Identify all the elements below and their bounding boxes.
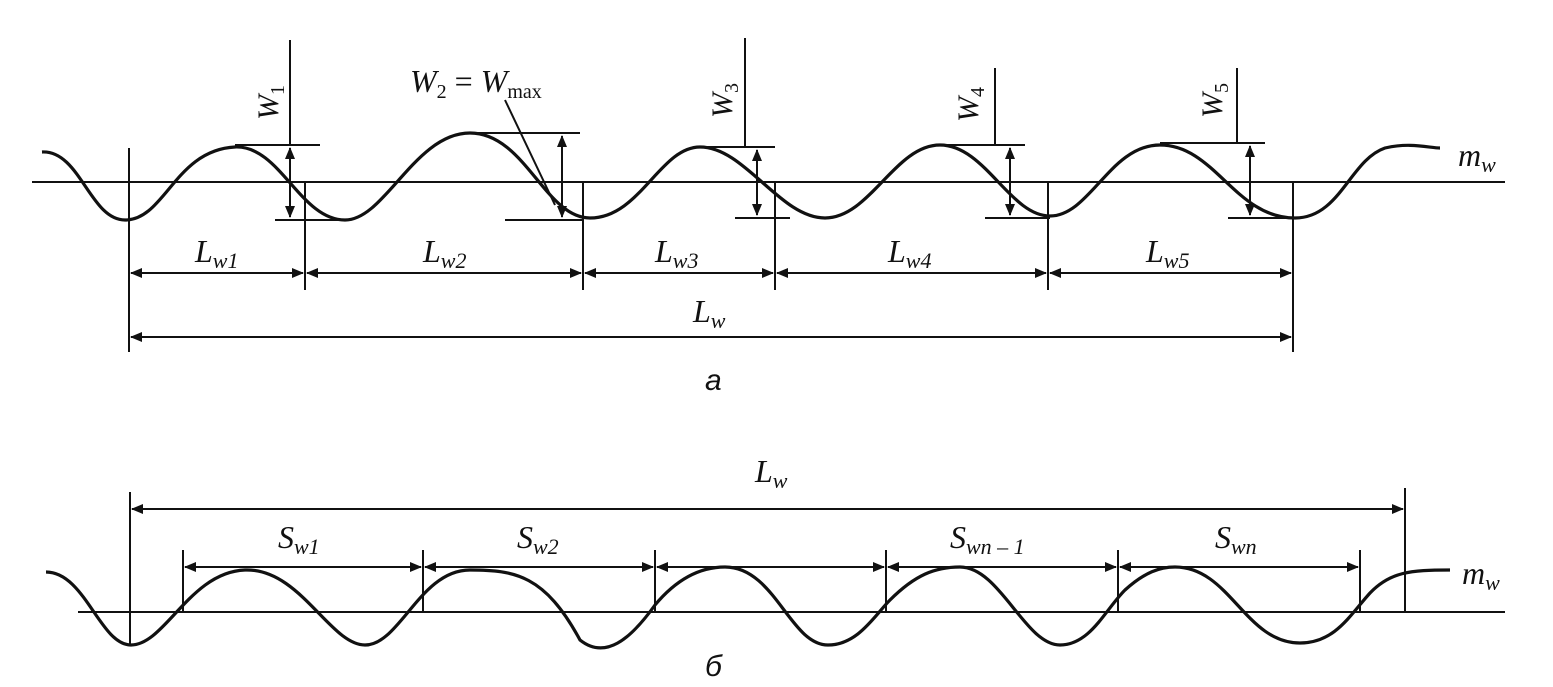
caption-b: б [705,650,723,683]
height-w3: W3 [700,38,790,219]
length-lw5-label: Lw5 [1145,233,1189,273]
height-w2: W2 = Wmax [410,63,583,221]
height-w5: W5 [1160,68,1295,219]
svg-text:W5: W5 [1196,83,1233,118]
panel-b: Lw Sw1 Sw2 Swn – 1 Swn mw б [45,453,1505,683]
spacing-swn-1-label: Swn – 1 [950,519,1025,559]
svg-text:W3: W3 [706,83,743,118]
lengths-row: Lw1 Lw2 Lw3 Lw4 Lw5 [130,233,1292,278]
panel-a-profile-curve [41,131,1441,222]
svg-text:W2 = Wmax: W2 = Wmax [410,63,542,103]
height-w1: W1 [235,40,345,221]
mean-line-label-b: mw [1462,555,1500,595]
spacing-sw2-label: Sw2 [517,519,559,559]
height-w4: W4 [940,68,1050,219]
spacing-sw1-label: Sw1 [278,519,320,559]
svg-text:W4: W4 [952,87,989,122]
mean-line-label-a: mw [1458,137,1496,177]
length-lw2-label: Lw2 [422,233,466,273]
panel-b-profile-curve [45,565,1451,650]
spacing-swn-label: Swn [1215,519,1257,559]
caption-a: а [705,364,722,397]
length-lw1-label: Lw1 [194,233,238,273]
total-length-a-label: Lw [692,293,726,333]
total-length-b-label: Lw [754,453,788,493]
length-lw3-label: Lw3 [654,233,698,273]
svg-text:W1: W1 [252,85,289,120]
length-lw4-label: Lw4 [887,233,931,273]
panel-a: W1 W2 = Wmax W3 [32,38,1505,397]
